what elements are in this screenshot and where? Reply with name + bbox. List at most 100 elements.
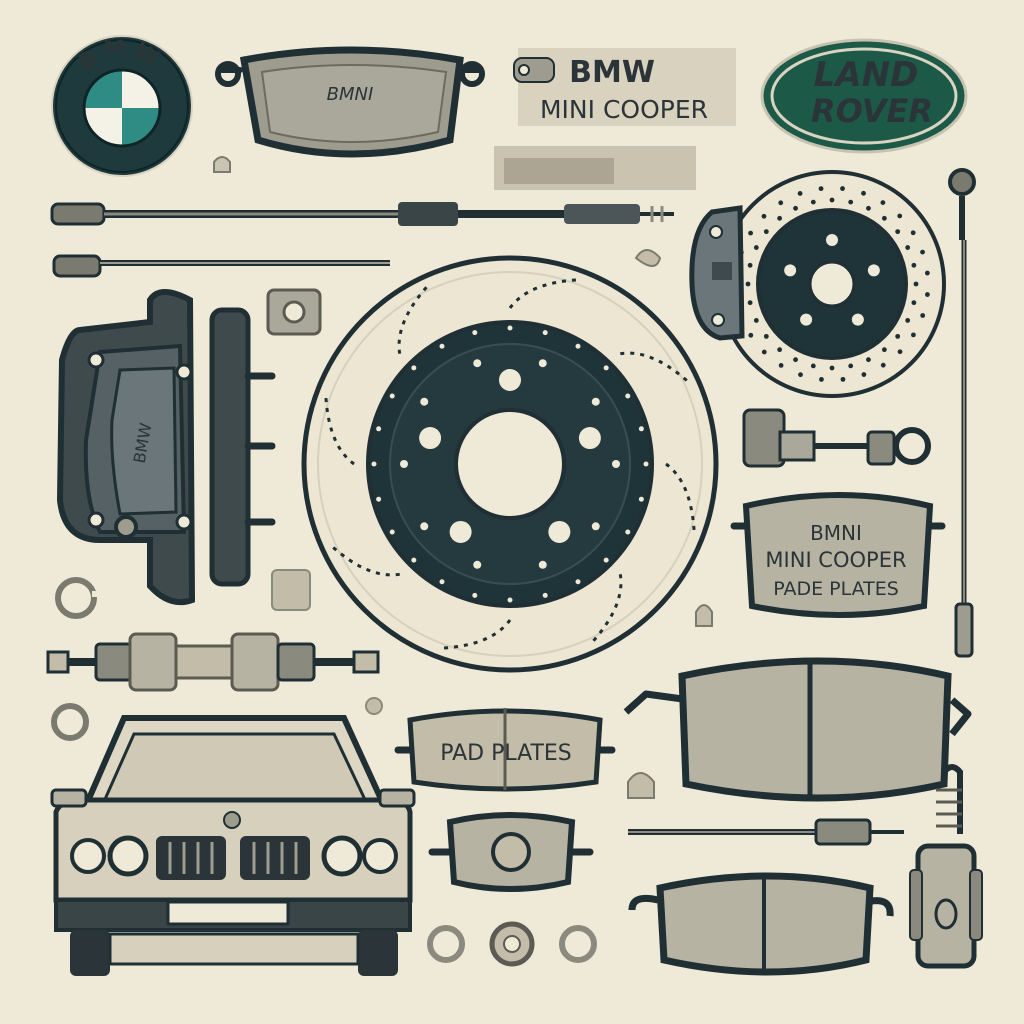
caliper-bolt [628, 818, 904, 846]
rotor-bolt-hole [419, 427, 442, 450]
drill-hole [905, 318, 911, 323]
pad-plate-right: BMNI MINI COOPER PADE PLATES [730, 492, 946, 618]
drill-hole [910, 230, 916, 236]
rotor-edge-dot [389, 529, 395, 535]
drill-hole [920, 249, 925, 255]
top-brake-pad: BMNI [215, 46, 485, 158]
rotor-dot [612, 460, 620, 468]
bmw-car-front [50, 715, 416, 976]
right-rotor-bolt-hole [800, 313, 813, 326]
drill-hole [747, 300, 753, 306]
clip-small-4 [627, 772, 655, 799]
drill-hole [761, 349, 767, 355]
drill-hole [763, 333, 769, 339]
plate-line3: PADE PLATES [773, 578, 899, 600]
rotor-dot [473, 560, 482, 569]
drill-hole [913, 281, 919, 287]
land-rover-logo: LAND ROVER [760, 38, 968, 154]
drill-hole [920, 313, 926, 318]
rotor-edge-dot [643, 461, 649, 467]
drill-hole [793, 205, 798, 211]
drill-hole [745, 281, 751, 287]
bmw-roundel [82, 68, 162, 148]
drill-hole [748, 332, 754, 338]
rotor-edge-dot [542, 330, 548, 336]
land-rover-line2: ROVER [811, 92, 933, 130]
rotor-dot [538, 359, 547, 368]
drill-hole [880, 362, 886, 368]
small-clip [213, 156, 231, 173]
rotor-slot [665, 462, 696, 532]
drill-hole [819, 377, 824, 382]
drill-hole [861, 190, 866, 196]
plate-line1: BMNI [810, 521, 862, 545]
rotor-bolt-hole [499, 369, 521, 391]
right-rotor-bolt-hole [867, 264, 880, 277]
rotor-edge-dot [472, 592, 478, 598]
right-caliper [689, 205, 745, 341]
drill-hole [753, 318, 759, 323]
drill-hole [881, 215, 887, 221]
rotor-edge-dot [603, 365, 609, 371]
rotor-edge-dot [638, 496, 644, 502]
shim-plate [494, 146, 696, 190]
rotor-dot [420, 522, 429, 531]
rotor-edge-dot [625, 393, 631, 399]
washer-bottom-2 [489, 921, 535, 967]
rotor-slot [508, 278, 578, 309]
tag-brand: BMW [569, 55, 655, 90]
rotor-bolt-hole [548, 520, 571, 543]
bottom-brake-pad [628, 872, 894, 976]
rotor-edge-dot [575, 343, 581, 349]
rotor-slot [397, 285, 429, 354]
right-rotor-bolt-hole [851, 313, 864, 326]
rotor-slot [620, 351, 689, 383]
drill-hole [897, 349, 903, 355]
drill-hole [866, 205, 871, 211]
rotor-dot [591, 397, 600, 406]
rotor-dot [420, 397, 429, 406]
rotor-edge-dot [411, 365, 417, 371]
drill-hole [925, 292, 930, 297]
drill-hole [848, 363, 854, 369]
land-rover-line1: LAND [814, 55, 919, 95]
rotor-edge-dot [411, 557, 417, 563]
right-rotor-bolt-hole [826, 234, 838, 246]
right-brake-rotor [718, 170, 946, 398]
rotor-edge-dot [439, 579, 445, 585]
brake-hose-vertical [948, 168, 976, 658]
clip-small-2 [695, 604, 713, 627]
rotor-slot [591, 574, 623, 643]
washer-bottom-1 [427, 925, 465, 963]
washer-2 [51, 703, 89, 741]
drill-hole [829, 365, 835, 371]
top-pad-engraving: BMNI [327, 84, 374, 105]
drill-hole [895, 229, 901, 235]
clip-small-3 [271, 569, 311, 611]
drill-hole [818, 186, 824, 192]
drill-hole [761, 213, 767, 219]
washer-bottom-3 [559, 925, 597, 963]
drill-hole [911, 262, 917, 268]
drill-hole [797, 191, 803, 196]
pad-plate-center: PAD PLATES [394, 708, 616, 792]
rotor-edge-dot [638, 426, 644, 432]
wear-sensor [909, 764, 983, 969]
rotor-edge-dot [371, 461, 377, 467]
drill-hole [895, 333, 901, 339]
drill-hole [840, 376, 846, 382]
drill-hole [861, 372, 867, 377]
drill-hole [897, 213, 903, 219]
rotor-edge-dot [439, 343, 445, 349]
rotor-edge-dot [507, 597, 513, 603]
drill-hole [747, 262, 753, 268]
drill-hole [840, 186, 845, 191]
drill-hole [777, 347, 783, 353]
rotor-dot [400, 460, 408, 468]
drill-hole [777, 215, 783, 221]
rotor-dot [538, 560, 547, 569]
tag-model: MINI COOPER [540, 95, 708, 124]
drill-hole [778, 362, 784, 368]
brake-line-long [50, 202, 674, 226]
